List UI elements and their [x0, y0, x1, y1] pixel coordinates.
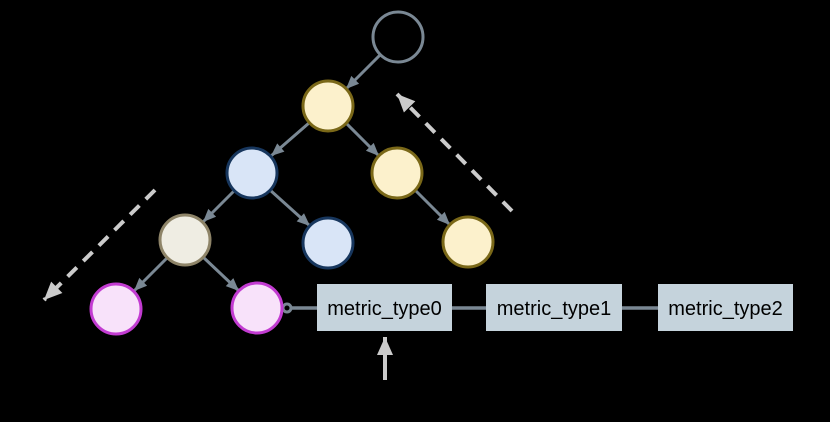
- list-box-rect: [658, 284, 793, 331]
- tree-node-yellow-1: [301, 79, 355, 133]
- edge-yellow2-to-yellow3: [413, 188, 452, 227]
- edge-tan1-to-pink1: [132, 256, 169, 293]
- tree-node-pink-2: [230, 281, 284, 335]
- list-box-metric-type2: metric_type2: [658, 284, 793, 331]
- list-box-rect: [317, 284, 452, 331]
- dashed-arrow-left: [42, 188, 157, 302]
- tree-node-pink-1: [89, 282, 143, 336]
- tree-node-blue-1: [225, 146, 279, 200]
- edge-yellow1-to-yellow2: [344, 121, 381, 158]
- edge-tan1-to-pink2: [201, 255, 241, 293]
- tree-node-root: [371, 10, 425, 64]
- list-box-label: metric_type2: [668, 298, 783, 320]
- dashed-arrow-right: [395, 92, 514, 213]
- edge-root-to-yellow1: [344, 52, 383, 91]
- edge-blue1-to-tan1: [201, 189, 236, 224]
- list-box-metric-type0: metric_type0: [317, 284, 452, 331]
- tree-node-yellow-3: [441, 215, 495, 269]
- list-box-rect: [486, 284, 622, 331]
- tree-node-blue-2: [301, 216, 355, 270]
- list-box-metric-type1: metric_type1: [486, 284, 622, 331]
- list-box-label: metric_type0: [327, 298, 442, 320]
- tree-node-yellow-2: [370, 146, 424, 200]
- list-box-label: metric_type1: [497, 298, 612, 320]
- edge-yellow1-to-blue1: [270, 121, 310, 158]
- edge-blue1-to-blue2: [268, 188, 312, 228]
- tree-node-tan-1: [158, 213, 212, 267]
